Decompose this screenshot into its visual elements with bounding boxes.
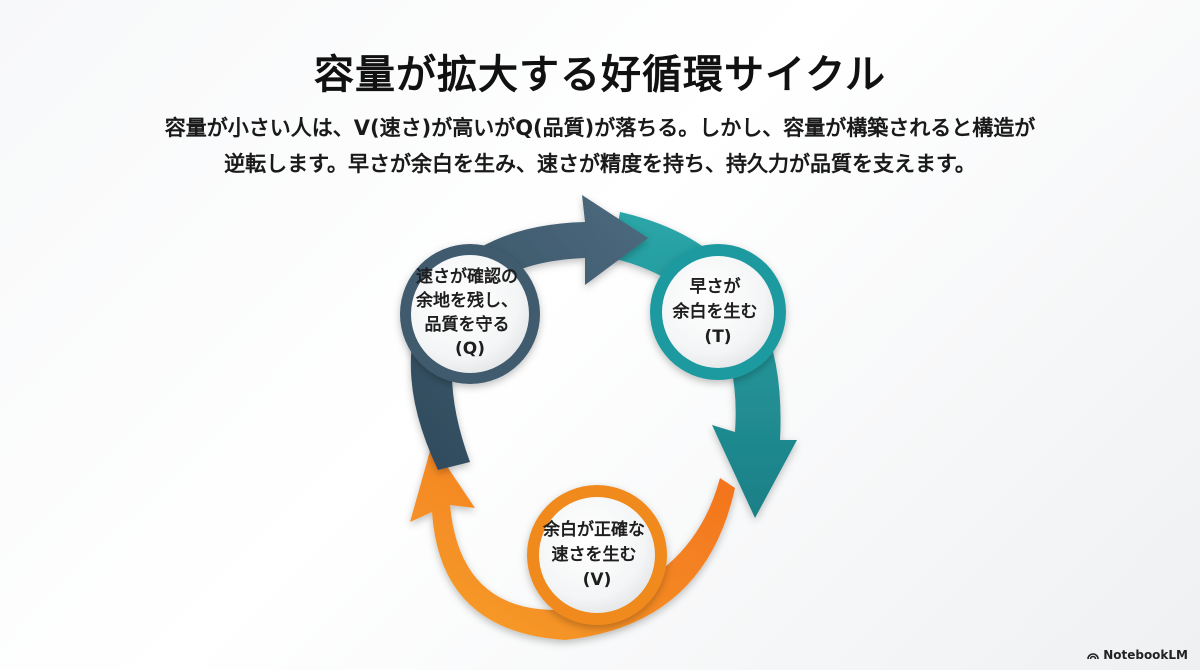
- svg-text:早さが 余白を生む (T): 早さが 余白を生む (T): [672, 276, 764, 347]
- notebooklm-logo-icon: [1087, 652, 1099, 659]
- brand-watermark: NotebookLM: [1087, 648, 1188, 662]
- node-quality: 速さが確認の 余地を残し、 品質を守る (Q): [400, 244, 540, 384]
- node-t-line-3: (T): [704, 327, 731, 347]
- brand-label: NotebookLM: [1103, 648, 1188, 662]
- node-q-line-1: 速さが確認の: [416, 266, 518, 287]
- node-q-line-4: (Q): [455, 339, 485, 359]
- node-t-line-1: 早さが: [690, 276, 741, 297]
- teal-arrow: [612, 212, 797, 518]
- node-v-line-3: (V): [583, 570, 612, 590]
- svg-text:速さが確認の 余地を残し、 品質を守: 速さが確認の 余地を残し、 品質を守る (Q): [415, 266, 524, 359]
- node-v-line-1: 余白が正確な: [542, 519, 645, 540]
- node-v-line-2: 速さを生む: [552, 544, 637, 565]
- subtitle-line-1: 容量が小さい人は、V(速さ)が高いがQ(品質)が落ちる。しかし、容量が構築される…: [164, 116, 1036, 140]
- node-t-line-2: 余白を生む: [672, 301, 758, 322]
- page-subtitle: 容量が小さい人は、V(速さ)が高いがQ(品質)が落ちる。しかし、容量が構築される…: [0, 110, 1200, 182]
- svg-text:余白が正確な 速さを生む (V): 余白が正確な 速さを生む (V): [542, 519, 651, 590]
- node-q-line-2: 余地を残し、: [415, 290, 518, 311]
- node-velocity: 余白が正確な 速さを生む (V): [527, 485, 667, 625]
- page-title: 容量が拡大する好循環サイクル: [314, 52, 886, 98]
- node-q-line-3: 品質を守る: [425, 314, 510, 335]
- subtitle-line-2: 逆転します。早さが余白を生み、速さが精度を持ち、持久力が品質を支えます。: [224, 152, 976, 176]
- node-time: 早さが 余白を生む (T): [650, 244, 786, 380]
